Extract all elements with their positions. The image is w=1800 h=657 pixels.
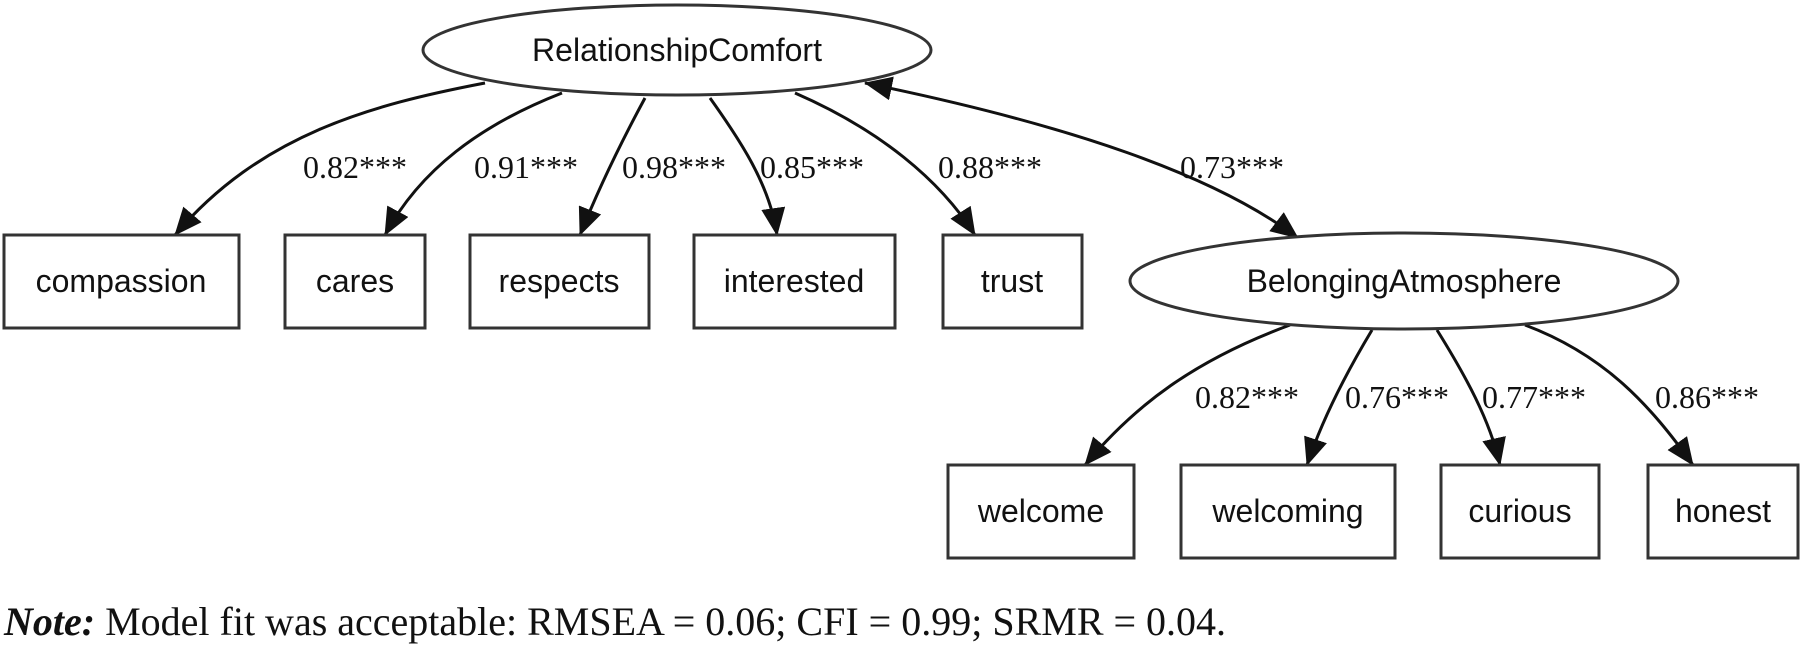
edge-relationshipcomfort-respects (578, 97, 647, 236)
indicator-box (941, 233, 1084, 330)
indicator-label-cares: cares (316, 263, 394, 299)
indicator-respects: respects (468, 233, 651, 330)
loading-label-trust: 0.88*** (938, 149, 1042, 185)
indicator-welcoming: welcoming (1179, 463, 1397, 560)
loading-label-covariance: 0.73*** (1180, 149, 1284, 185)
indicator-curious: curious (1439, 463, 1601, 560)
loading-label-curious: 0.77*** (1482, 379, 1586, 415)
latent-ellipse (1128, 231, 1680, 331)
latent-ellipse (421, 3, 933, 97)
edge-relationshipcomfort-compassion (173, 81, 486, 236)
loading-label-cares: 0.91*** (474, 149, 578, 185)
latent-relationshipcomfort: RelationshipComfort (421, 3, 933, 97)
loading-label-compassion: 0.82*** (303, 149, 407, 185)
latent-label-belongingatmosphere: BelongingAtmosphere (1247, 263, 1562, 299)
indicator-box (1179, 463, 1397, 560)
indicator-label-respects: respects (499, 263, 620, 299)
loading-label-respects: 0.98*** (622, 149, 726, 185)
indicator-box (468, 233, 651, 330)
indicator-box (946, 463, 1136, 560)
indicator-box (1439, 463, 1601, 560)
edge-belongingatmosphere-curious (1435, 329, 1506, 466)
edge-belongingatmosphere-welcoming (1304, 329, 1374, 466)
indicator-box (2, 233, 241, 330)
indicator-box (1646, 463, 1800, 560)
indicator-box (283, 233, 427, 330)
indicator-box (692, 233, 897, 330)
indicator-label-interested: interested (724, 263, 865, 299)
indicator-label-welcoming: welcoming (1211, 493, 1363, 529)
indicator-welcome: welcome (946, 463, 1136, 560)
loading-label-welcome: 0.82*** (1195, 379, 1299, 415)
edge-relationshipcomfort-interested (708, 97, 786, 236)
path-diagram: RelationshipComfort BelongingAtmosphere … (2, 3, 1800, 560)
note-label: Note: (4, 599, 96, 644)
indicator-compassion: compassion (2, 233, 241, 330)
note-text: Model fit was acceptable: RMSEA = 0.06; … (95, 599, 1227, 644)
edge-belongingatmosphere-honest (1524, 323, 1695, 466)
indicator-interested: interested (692, 233, 897, 330)
indicator-label-curious: curious (1468, 493, 1571, 529)
loading-label-interested: 0.85*** (760, 149, 864, 185)
covariance-arrow (864, 76, 1299, 240)
model-fit-note: Note: Model fit was acceptable: RMSEA = … (4, 602, 1226, 642)
indicator-cares: cares (283, 233, 427, 330)
indicator-trust: trust (941, 233, 1084, 330)
indicator-honest: honest (1646, 463, 1800, 560)
indicator-label-welcome: welcome (977, 493, 1104, 529)
indicator-label-honest: honest (1675, 493, 1771, 529)
loading-label-welcoming: 0.76*** (1345, 379, 1449, 415)
loading-label-honest: 0.86*** (1655, 379, 1759, 415)
latent-label-relationshipcomfort: RelationshipComfort (532, 32, 822, 68)
latent-belongingatmosphere: BelongingAtmosphere (1128, 231, 1680, 331)
indicator-label-trust: trust (981, 263, 1043, 299)
indicator-label-compassion: compassion (36, 263, 207, 299)
edge-belongingatmosphere-welcome (1083, 323, 1291, 466)
edge-relationshipcomfort-cares (383, 91, 563, 236)
